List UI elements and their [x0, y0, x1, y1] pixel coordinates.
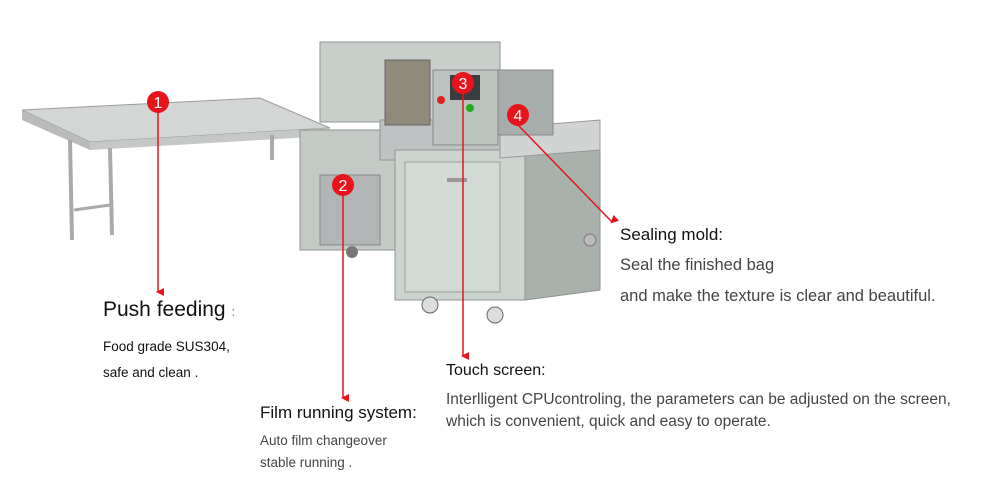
film-running-title: Film running system: — [260, 403, 417, 422]
film-running-line-1: Auto film changeover — [260, 433, 387, 448]
sealing-mold-line-1: Seal the finished bag — [620, 256, 775, 274]
push-feeding-line-2: safe and clean . — [103, 365, 199, 380]
infeed-conveyor — [21, 97, 331, 241]
marker-2: 2 — [332, 174, 354, 196]
marker-3: 3 — [452, 72, 474, 94]
svg-text:2: 2 — [339, 178, 348, 195]
film-running-line-2: stable running . — [260, 455, 353, 470]
callout-arrows — [156, 93, 620, 402]
svg-text:3: 3 — [459, 76, 468, 93]
touch-screen-title: Touch screen: — [446, 362, 546, 379]
svg-text:1: 1 — [154, 95, 163, 112]
sealing-mold-title: Sealing mold: — [620, 225, 724, 244]
push-feeding-line-1: Food grade SUS304, — [103, 339, 230, 354]
sealing-mold-line-2: and make the texture is clear and beauti… — [620, 287, 936, 305]
svg-text:4: 4 — [514, 108, 523, 125]
marker-4: 4 — [507, 104, 529, 126]
touch-screen-line-1: Interlligent CPUcontroling, the paramete… — [446, 391, 951, 408]
push-feeding-title: Push feeding : — [103, 298, 236, 321]
marker-1: 1 — [147, 91, 169, 113]
touch-screen-line-2: which is convenient, quick and easy to o… — [446, 413, 771, 430]
